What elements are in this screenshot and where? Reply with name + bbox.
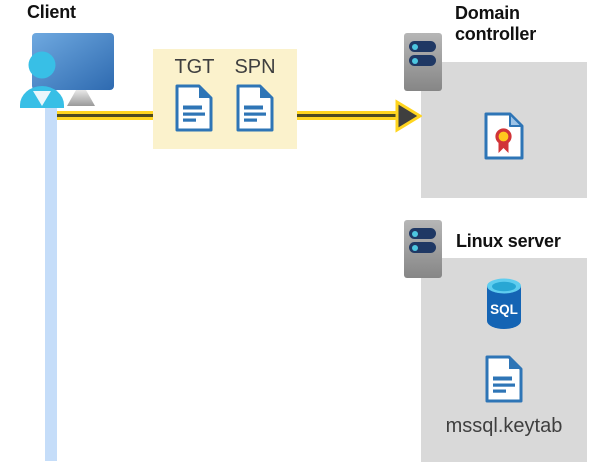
spn-ticket: SPN	[234, 55, 276, 132]
domain-controller-panel	[421, 62, 587, 198]
arrowhead-icon	[395, 99, 422, 133]
tgt-ticket: TGT	[174, 55, 214, 132]
keytab-document-icon	[485, 355, 523, 403]
server-drive-bar	[409, 242, 436, 253]
sql-database-icon: SQL	[487, 278, 521, 329]
client-lifeline	[45, 88, 57, 461]
certificate-icon	[484, 112, 524, 160]
tgt-document-icon	[175, 84, 213, 132]
server-drive-bar	[409, 228, 436, 239]
domain-controller-title: Domain controller	[455, 3, 537, 44]
server-drive-bar	[409, 55, 436, 66]
spn-label: SPN	[234, 56, 276, 78]
linux-server-title: Linux server	[456, 231, 561, 251]
tgt-label: TGT	[174, 56, 215, 78]
client-title: Client	[27, 2, 76, 22]
domain-controller-server-icon	[404, 33, 442, 91]
spn-document-icon	[236, 84, 274, 132]
keytab-filename: mssql.keytab	[445, 415, 563, 437]
credentials-box: TGT SPN	[153, 49, 297, 149]
linux-server-panel: SQL mssql.keytab	[421, 258, 587, 462]
linux-server-icon	[404, 220, 442, 278]
server-drive-bar	[409, 41, 436, 52]
client-workstation-user-icon	[20, 33, 114, 108]
sql-text: SQL	[490, 302, 518, 317]
